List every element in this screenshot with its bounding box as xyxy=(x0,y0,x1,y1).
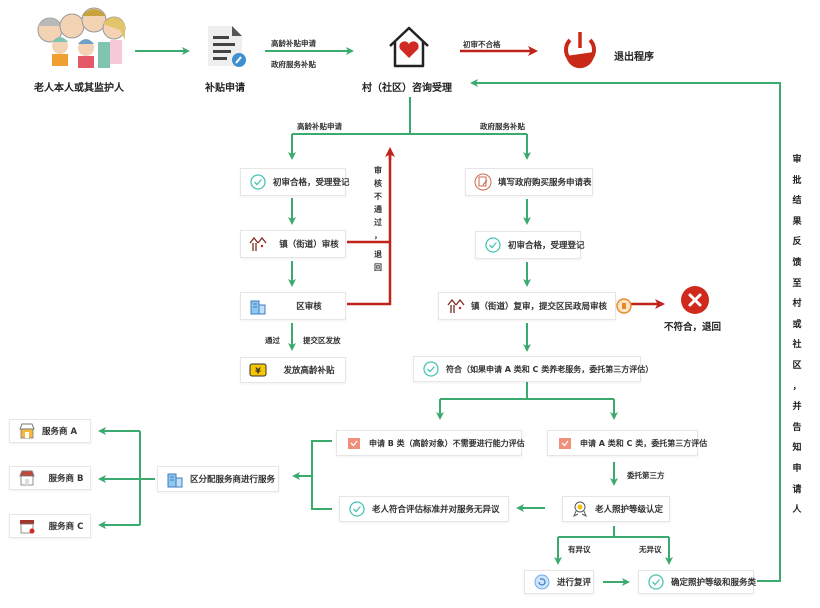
calendar-check-icon xyxy=(345,434,363,452)
reject-return-vertical-text: 审核不通过，退回 xyxy=(374,166,382,272)
no-objection-label: 无异议 xyxy=(639,545,662,554)
provider-b-box: 服务商 B xyxy=(9,466,91,490)
pass-label: 通过 xyxy=(265,336,280,345)
feedback-loop-line xyxy=(480,82,781,582)
town-gate-icon xyxy=(249,235,267,253)
confirm-care-level-box: 确定照护等级和服务类 xyxy=(638,570,756,594)
house-heart-icon xyxy=(386,24,432,70)
not-qualified-return-label: 不符合，退回 xyxy=(664,322,722,333)
refresh-circle-icon xyxy=(533,573,551,591)
branch-label-elderly-subsidy: 高龄补贴申请 xyxy=(297,122,342,131)
type-b-box: 申请 B 类（高龄对象）不需要进行能力评估 xyxy=(336,430,525,456)
power-exit-icon xyxy=(561,30,599,70)
form-edit-icon xyxy=(474,173,492,191)
arrow-label-elderly-subsidy: 高龄补贴申请 xyxy=(271,39,316,48)
feedback-vertical-text: 审批结果反馈至村或社区，并告知申请人 xyxy=(792,155,802,516)
office-building-icon xyxy=(249,297,267,315)
elderly-family-illustration xyxy=(28,6,132,72)
check-circle-icon xyxy=(484,236,502,254)
entrust-third-party-label: 委托第三方 xyxy=(627,471,665,480)
provider-a-box: 服务商 A xyxy=(9,419,91,443)
shop-yellow-icon xyxy=(18,422,36,440)
office-building-icon xyxy=(166,470,184,488)
right-initial-pass-box: 初审合格，受理登记 xyxy=(475,231,585,259)
care-level-box: 老人照护等级认定 xyxy=(562,496,670,522)
award-medal-icon xyxy=(571,500,589,518)
left-initial-pass-box: 初审合格，受理登记 xyxy=(240,168,350,196)
provider-c-box: 服务商 C xyxy=(9,514,91,538)
calendar-check-icon xyxy=(556,434,574,452)
civil-affairs-seal-icon xyxy=(615,297,633,315)
right-town-recheck-box: 镇（街道）复审，提交区民政局审核 xyxy=(438,292,632,320)
exit-program-label: 退出程序 xyxy=(614,52,654,63)
left-town-review-box: 镇（街道）审核 xyxy=(240,230,346,258)
town-gate-icon xyxy=(447,297,465,315)
fail-initial-review-label: 初审不合格 xyxy=(463,40,501,49)
qualified-box: 符合（如果申请 A 类和 C 类养老服务，委托第三方评估） xyxy=(413,356,653,382)
village-consult-label: 村（社区）咨询受理 xyxy=(362,83,452,94)
left-district-review-box: 区审核 xyxy=(240,292,346,320)
check-circle-icon xyxy=(647,573,665,591)
shop-store-icon xyxy=(18,517,36,535)
has-objection-label: 有异议 xyxy=(568,545,591,554)
document-edit-icon xyxy=(206,24,248,68)
check-circle-icon xyxy=(249,173,267,191)
arrow-label-gov-service: 政府服务补贴 xyxy=(271,60,316,69)
shop-red-icon xyxy=(18,469,36,487)
right-fill-form-box: 填写政府购买服务申请表 xyxy=(465,168,593,196)
type-ac-box: 申请 A 类和 C 类，委托第三方评估 xyxy=(547,430,707,456)
reject-x-icon xyxy=(680,285,710,315)
svg-text:¥: ¥ xyxy=(255,367,261,376)
submit-district-label: 提交区发放 xyxy=(303,336,341,345)
subsidy-apply-label: 补贴申请 xyxy=(205,83,245,94)
distribute-provider-box: 区分配服务商进行服务 xyxy=(157,466,279,492)
branch-label-gov-service: 政府服务补贴 xyxy=(480,122,525,131)
applicant-label: 老人本人或其监护人 xyxy=(34,83,124,94)
left-issue-subsidy-box: ¥ 发放高龄补贴 xyxy=(240,357,346,383)
check-circle-icon xyxy=(348,500,366,518)
re-evaluate-box: 进行复评 xyxy=(524,570,594,594)
check-circle-icon xyxy=(422,360,440,378)
yuan-ticket-icon: ¥ xyxy=(249,361,267,379)
no-objection-standard-box: 老人符合评估标准并对服务无异议 xyxy=(339,496,509,522)
